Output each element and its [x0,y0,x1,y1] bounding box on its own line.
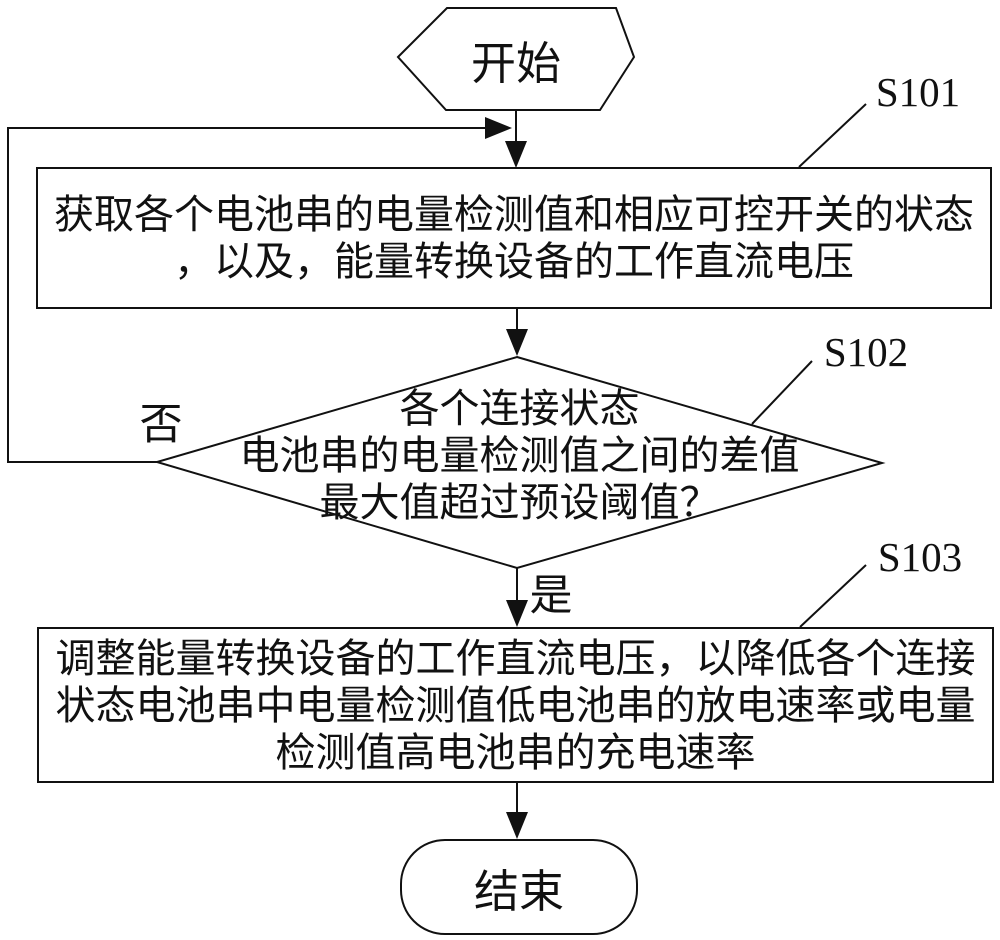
step-id-s102: S102 [823,329,909,375]
no-branch-label: 否 [139,402,183,449]
connector-no-loop [7,127,487,463]
yes-branch-label: 是 [529,573,573,620]
arrowhead-right-loop [485,117,512,139]
leader-line-s101 [798,103,867,168]
arrowhead-down-step1 [505,141,527,168]
leader-line-s102 [751,360,813,425]
step2-line2: 状态电池串中电量检测值低电池串的放电速率或电量 [55,682,976,728]
decision-line1: 各个连接状态 [399,386,640,431]
arrowhead-down-end [506,812,528,839]
process-box-s103 [37,627,994,783]
step1-text: 获取各个电池串的电量检测值和相应可控开关的状态 ，以及，能量转换设备的工作直流电… [37,168,991,308]
process-box-s101 [36,167,992,309]
start-hexagon [396,7,636,111]
leader-line-s103 [799,564,867,628]
decision-text: 各个连接状态 电池串的电量检测值之间的差值 最大值超过预设阈值？ [157,357,882,554]
arrowhead-down-step2 [506,600,528,627]
step1-line1: 获取各个电池串的电量检测值和相应可控开关的状态 [54,192,974,237]
decision-line2: 电池串的电量检测值之间的差值 [239,433,800,478]
end-label: 结束 [473,866,564,917]
arrowhead-down-decision [506,329,528,356]
step-id-s103: S103 [877,534,963,580]
step1-line2: ，以及，能量转换设备的工作直流电压 [174,239,854,284]
end-capsule [400,839,638,935]
decision-line3: 最大值超过预设阈值？ [319,480,720,525]
start-label: 开始 [470,38,561,89]
step2-line1: 调整能量转换设备的工作直流电压，以降低各个连接 [55,635,976,681]
step2-text: 调整能量转换设备的工作直流电压，以降低各个连接 状态电池串中电量检测值低电池串的… [38,628,993,782]
step-id-s101: S101 [875,69,961,115]
step2-line3: 检测值高电池串的充电速率 [275,729,756,775]
